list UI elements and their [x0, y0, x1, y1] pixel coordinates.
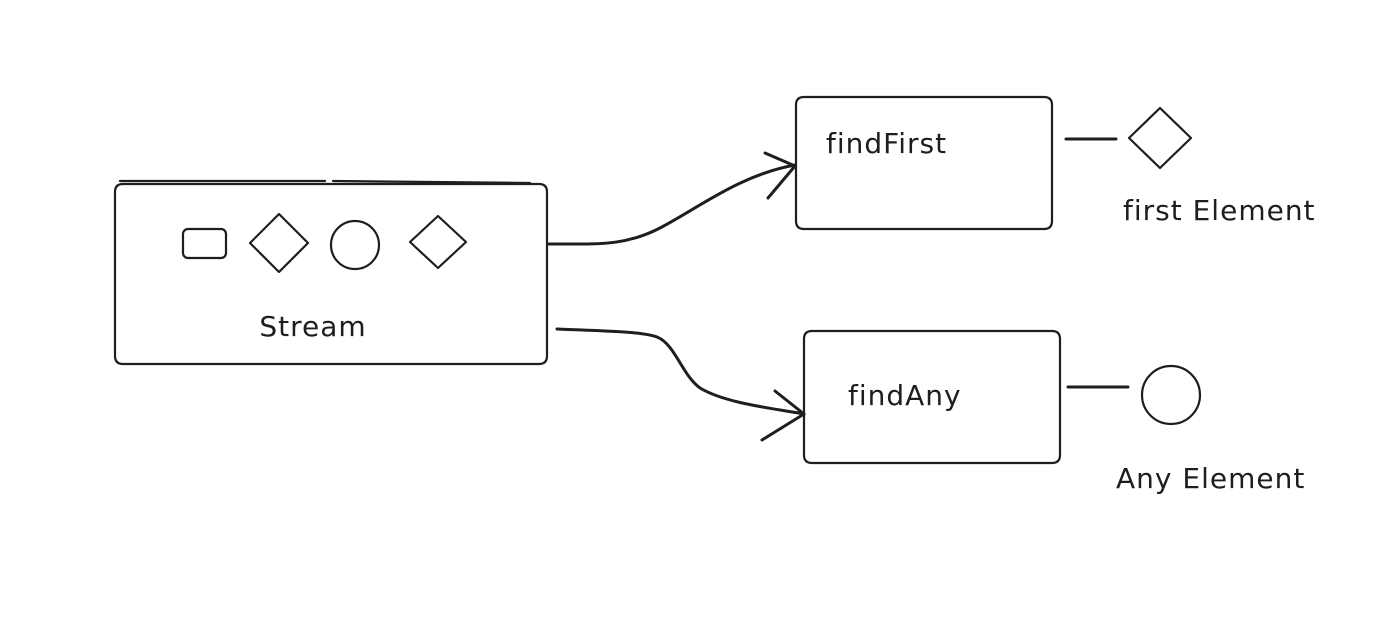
first-element-diamond: [1127, 106, 1193, 170]
stream-element-diamond-1: [248, 212, 310, 274]
stream-element-diamond-2: [408, 214, 468, 270]
arrow-to-findfirst: [547, 151, 797, 246]
first-element-label: first Element: [1123, 194, 1316, 227]
any-element-label: Any Element: [1116, 462, 1305, 495]
any-element-circle: [1140, 364, 1202, 426]
stream-element-circle: [329, 219, 381, 271]
findany-label: findAny: [848, 379, 962, 412]
stream-label: Stream: [259, 310, 366, 343]
stream-element-rectangle: [181, 227, 228, 260]
findfirst-label: findFirst: [826, 127, 947, 160]
findany-box: [802, 329, 1062, 465]
arrow-to-findany: [555, 327, 806, 442]
findfirst-box: [794, 95, 1054, 231]
stream-box: [113, 179, 549, 366]
